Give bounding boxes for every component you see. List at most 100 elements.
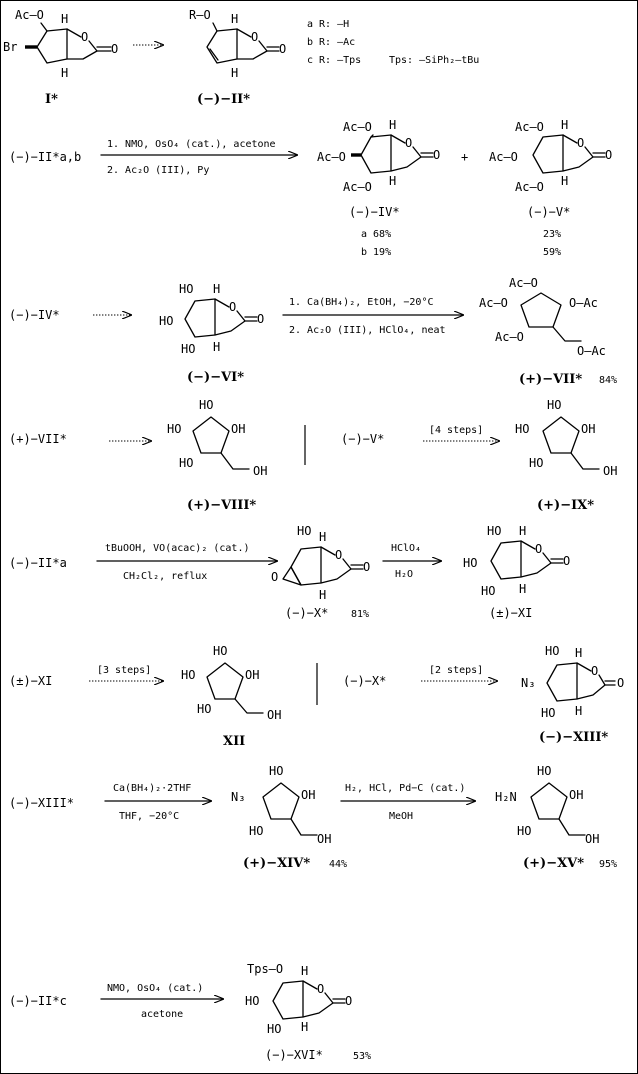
compound-VII-structure: Ac—O Ac—O O—Ac Ac—O O—Ac (479, 276, 606, 358)
atom-ho: HO (179, 456, 193, 470)
atom-o: O (563, 554, 570, 568)
atom-o: O (433, 148, 440, 162)
atom-aco: Ac—O (343, 180, 372, 194)
atom-oh: OH (317, 832, 331, 846)
compound-IX-structure: HO HO OH HO OH (515, 398, 617, 478)
atom-ho: HO (159, 314, 173, 328)
atom-h: H (389, 118, 396, 132)
atom-ho: HO (167, 422, 181, 436)
compound-XV-structure: HO H₂N OH HO OH (495, 764, 599, 846)
atom-ho: HO (537, 764, 551, 778)
atom-ho: HO (181, 342, 195, 356)
atom-ho: HO (197, 702, 211, 716)
atom-h: H (519, 524, 526, 538)
atom-oh: OH (581, 422, 595, 436)
atom-o: O (335, 548, 342, 562)
start-r5a: (±)−XI (9, 674, 52, 688)
label-compound-X: (−)−X* (285, 606, 328, 620)
legend-tps: Tps: —SiPh₂—tBu (389, 55, 479, 66)
compound-IV-structure: Ac—O Ac—O Ac—O H H O O (317, 118, 440, 194)
label-compound-II: (−)−II* (197, 92, 250, 107)
cond-r1-top: 1. NMO, OsO₄ (cat.), acetone (107, 139, 276, 150)
atom-ho: HO (245, 994, 259, 1008)
atom-h: H (61, 12, 68, 26)
atom-ho: HO (179, 282, 193, 296)
legend-a: a R: —H (307, 19, 349, 30)
label-compound-IX: (+)−IX* (537, 498, 594, 513)
atom-o: O (591, 664, 598, 678)
compound-XII-structure: HO HO OH HO OH (181, 644, 281, 722)
start-r3a: (+)−VII* (9, 432, 67, 446)
cond-r7-top: NMO, OsO₄ (cat.) (107, 983, 203, 994)
label-compound-V: (−)−V* (527, 205, 570, 219)
atom-ho: HO (199, 398, 213, 412)
cond-r2-bot: 2. Ac₂O (III), HClO₄, neat (289, 325, 446, 336)
cond-r7-bot: acetone (141, 1009, 183, 1020)
label-compound-XV: (+)−XV* (523, 856, 584, 871)
atom-tpso: Tps—O (247, 962, 283, 976)
atom-h: H (575, 704, 582, 718)
compound-X-structure: HO O H H O O (271, 524, 370, 602)
atom-oh: OH (267, 708, 281, 722)
cond-r6-top: Ca(BH₄)₂·2THF (113, 783, 191, 794)
atom-h: H (561, 174, 568, 188)
label-compound-I: I* (45, 92, 58, 107)
atom-oh: OH (585, 832, 599, 846)
atom-h: H (213, 282, 220, 296)
start-r5b: (−)−X* (343, 674, 386, 688)
atom-ho: HO (481, 584, 495, 598)
atom-aco: Ac—O (479, 296, 508, 310)
label-compound-XI: (±)−XI (489, 606, 532, 620)
atom-ho: HO (269, 764, 283, 778)
yield-IV-b: b 19% (361, 247, 391, 258)
yield-X: 81% (351, 609, 369, 620)
atom-aco: Ac—O (343, 120, 372, 134)
yield-V-b: 59% (543, 247, 561, 258)
atom-o: O (111, 42, 118, 56)
atom-oh: OH (245, 668, 259, 682)
plus-sign: + (461, 150, 468, 164)
atom-oh: OH (301, 788, 315, 802)
compound-I-structure: Ac—O Br H H O O (3, 8, 118, 80)
atom-oh: OH (569, 788, 583, 802)
atom-o: O (257, 312, 264, 326)
atom-ho: HO (267, 1022, 281, 1036)
atom-h: H (575, 646, 582, 660)
label-compound-IV: (−)−IV* (349, 205, 400, 219)
label-compound-XII: XII (223, 734, 245, 749)
yield-XIV: 44% (329, 859, 347, 870)
compound-II-structure: R—O H H O O (189, 8, 286, 80)
atom-o: O (577, 136, 584, 150)
atom-aco: Ac—O (515, 180, 544, 194)
atom-aco: Ac—O (489, 150, 518, 164)
label-compound-XVI: (−)−XVI* (265, 1048, 323, 1062)
atom-o: O (345, 994, 352, 1008)
atom-o: O (363, 560, 370, 574)
start-r2: (−)−IV* (9, 308, 60, 322)
atom-o: O (279, 42, 286, 56)
atom-aco: Ac—O (509, 276, 538, 290)
cond-r4b-bot: H₂O (395, 569, 413, 580)
cond-r6b-bot: MeOH (389, 811, 413, 822)
atom-ho: HO (515, 422, 529, 436)
atom-ho: HO (529, 456, 543, 470)
atom-h: H (319, 530, 326, 544)
atom-h: H (301, 964, 308, 978)
atom-n3: N₃ (521, 676, 535, 690)
atom-ho: HO (249, 824, 263, 838)
label-compound-VII: (+)−VII* (519, 372, 582, 387)
atom-h: H (301, 1020, 308, 1034)
legend-b: b R: —Ac (307, 37, 355, 48)
atom-h2n: H₂N (495, 790, 517, 804)
atom-ho: HO (487, 524, 501, 538)
atom-ho: HO (297, 524, 311, 538)
compound-XIV-structure: HO N₃ OH HO OH (231, 764, 331, 846)
yield-XVI: 53% (353, 1051, 371, 1062)
atom-o: O (271, 570, 278, 584)
atom-o: O (251, 30, 258, 44)
atom-h: H (213, 340, 220, 354)
cond-r4-bot: CH₂Cl₂, reflux (123, 571, 207, 582)
substituent-legend: a R: —H b R: —Ac c R: —Tps Tps: —SiPh₂—t… (307, 19, 479, 66)
cond-r4b-top: HClO₄ (391, 543, 421, 554)
start-r4: (−)−II*a (9, 556, 67, 570)
